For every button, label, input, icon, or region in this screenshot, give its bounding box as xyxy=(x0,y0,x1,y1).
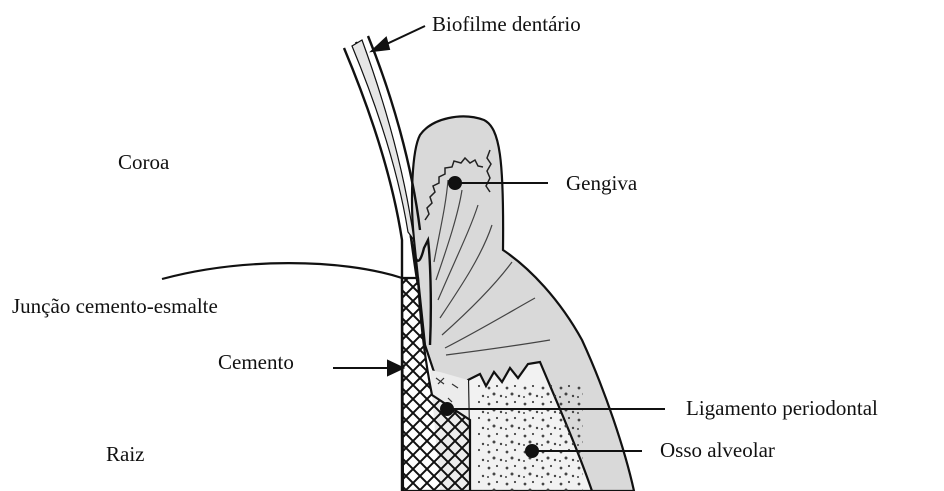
pdl-dot xyxy=(441,403,453,415)
cementum-arrowhead xyxy=(388,361,403,375)
label-crown: Coroa xyxy=(118,152,169,173)
label-gingiva: Gengiva xyxy=(566,173,637,194)
biofilm-layer xyxy=(352,40,414,240)
label-bone: Osso alveolar xyxy=(660,440,775,461)
label-cej: Junção cemento-esmalte xyxy=(12,296,218,317)
label-biofilm: Biofilme dentário xyxy=(432,14,581,35)
label-cementum: Cemento xyxy=(218,352,294,373)
gingiva-dot xyxy=(449,177,461,189)
biofilm-arrowhead xyxy=(372,38,389,51)
label-root: Raiz xyxy=(106,444,144,465)
label-pdl: Ligamento periodontal xyxy=(686,398,878,419)
cej-curve xyxy=(162,263,402,279)
bone-dot xyxy=(526,445,538,457)
